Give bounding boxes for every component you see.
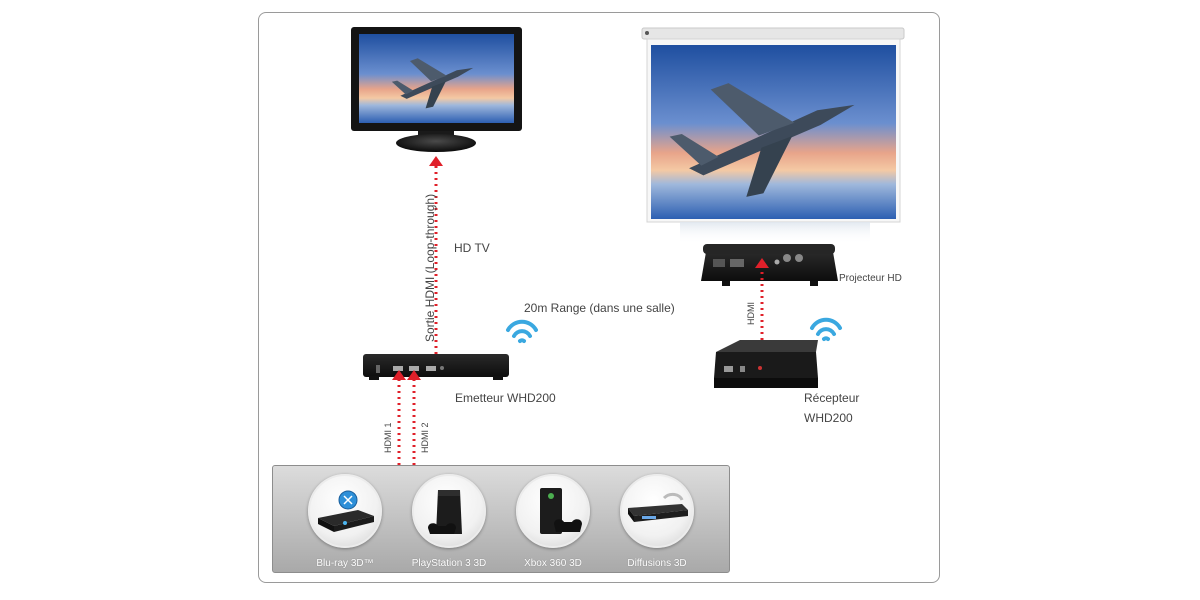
projector-screen	[641, 27, 905, 244]
loop-through-label: Sortie HDMI (Loop-through)	[423, 193, 437, 342]
source-label: Diffusions 3D	[627, 558, 687, 569]
source-devices-panel: Blu-ray 3D™ PlayStation 3 3D Xbox 360 3D	[272, 465, 730, 573]
source-label: Xbox 360 3D	[524, 558, 582, 569]
arrow-up-hdmi2	[407, 370, 421, 380]
arrow-up-hdmi1	[392, 370, 406, 380]
playstation-circle	[412, 474, 486, 548]
wifi-icon-emitter	[506, 319, 538, 343]
hdmi1-label: HDMI 1	[383, 422, 393, 453]
hdmi2-label: HDMI 2	[420, 422, 430, 453]
jet-image-tv	[391, 58, 474, 109]
hdmi-projector-label: HDMI	[746, 302, 756, 325]
arrow-up-tv	[429, 156, 443, 166]
source-label: Blu-ray 3D™	[316, 558, 374, 569]
source-playstation: PlayStation 3 3D	[399, 474, 499, 569]
hd-tv-label: HD TV	[454, 241, 490, 255]
xbox-circle	[516, 474, 590, 548]
settopbox-circle	[620, 474, 694, 548]
bluray-player-icon	[318, 490, 374, 532]
source-xbox: Xbox 360 3D	[503, 474, 603, 569]
source-label: PlayStation 3 3D	[411, 558, 487, 569]
xbox-console-icon	[540, 488, 582, 534]
emitter-device	[363, 354, 509, 380]
bluray-circle	[308, 474, 382, 548]
receiver-label-line2: WHD200	[804, 411, 853, 425]
hd-tv	[351, 27, 522, 152]
source-broadcast: Diffusions 3D	[607, 474, 707, 569]
source-bluray: Blu-ray 3D™	[295, 474, 395, 569]
receiver-device	[714, 340, 818, 388]
projector-label: Projecteur HD	[839, 273, 902, 284]
range-label: 20m Range (dans une salle)	[524, 301, 675, 315]
playstation-console-icon	[428, 490, 462, 534]
signal-lines	[392, 156, 769, 465]
receiver-label-line1: Récepteur	[804, 391, 860, 405]
emitter-label: Emetteur WHD200	[455, 391, 556, 405]
wifi-icon-receiver	[810, 317, 842, 341]
arrow-up-projector	[755, 258, 769, 268]
hd-projector	[701, 244, 838, 286]
set-top-box-icon	[628, 492, 688, 522]
jet-image-screen	[669, 83, 855, 197]
